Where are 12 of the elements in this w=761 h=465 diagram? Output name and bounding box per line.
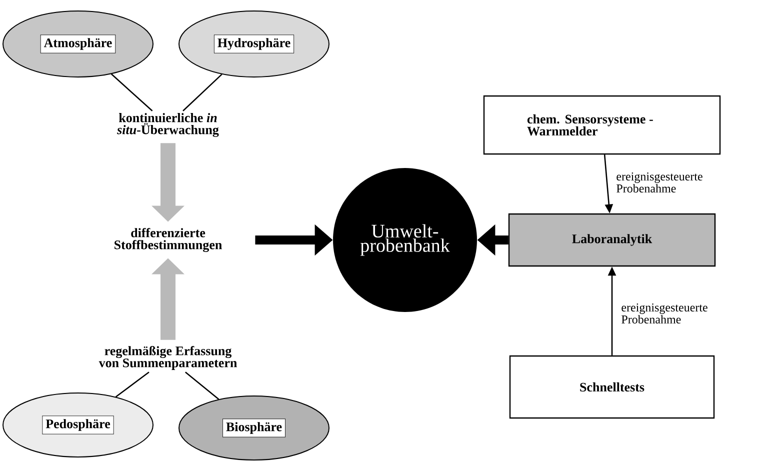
text-label: differenzierte Stoffbestimmungen bbox=[114, 228, 222, 252]
edge-label: ereignisgesteuerte Probenahme bbox=[616, 172, 702, 192]
connector-line bbox=[110, 74, 153, 112]
text-label: kontinuierliche in situ-Überwachung bbox=[117, 113, 219, 137]
connector-line bbox=[115, 372, 150, 398]
connector-line bbox=[184, 372, 220, 400]
edge-label: ereignisgesteuerte Probenahme bbox=[622, 303, 708, 324]
process-box: chem. Sensorsysteme - Warnmelder bbox=[483, 95, 721, 155]
process-box: Laboranalytik bbox=[508, 213, 716, 267]
connector-line bbox=[182, 74, 222, 112]
process-box: Schnelltests bbox=[509, 355, 715, 419]
text-label: regelmäßige Erfassung von Summenparametern bbox=[98, 346, 237, 370]
